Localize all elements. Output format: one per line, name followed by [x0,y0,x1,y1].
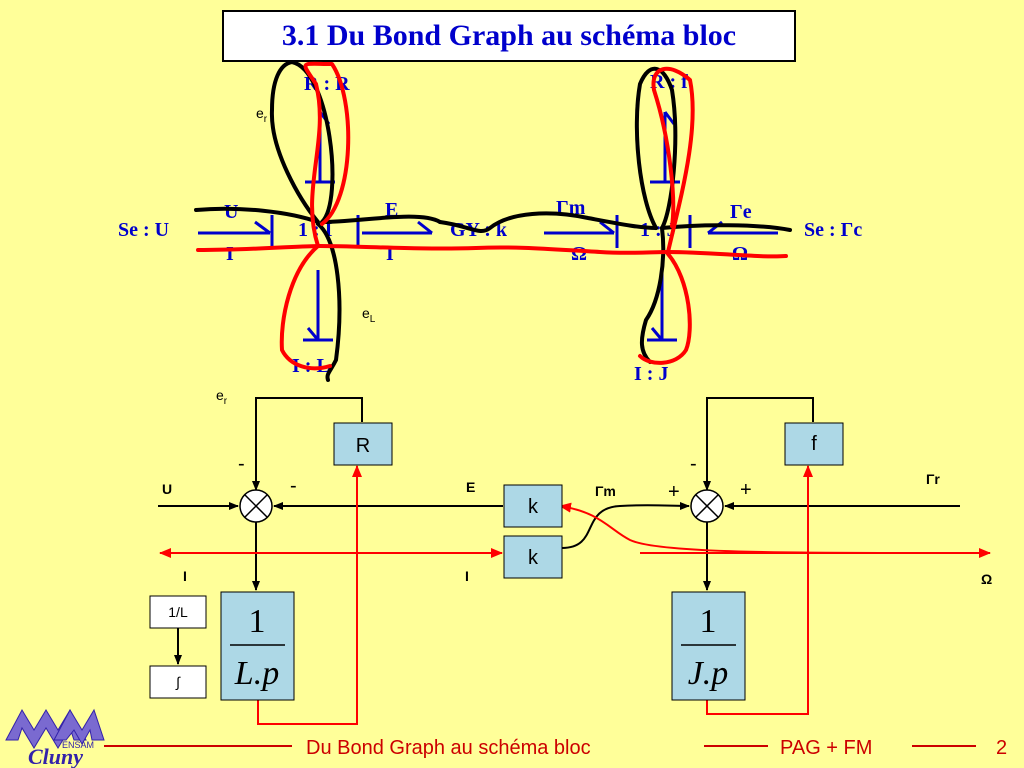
sign-sum2-right: + [740,479,752,501]
sign-sum1-top: - [238,453,245,475]
feedback-er-wire [252,397,363,491]
bond-junction1-to-l [303,270,333,342]
block-tf-l: 1 L.p [220,591,295,701]
block-k-bottom-label: k [528,547,539,569]
black-effort-right-tail [660,223,792,232]
signal-omega: Ω [981,571,992,587]
red-flow-loop-left [303,61,351,248]
annotation-er: er [256,105,268,125]
ensam-logo: ENSAM Cluny [5,708,105,768]
black-effort-mid [438,211,658,233]
block-diagram: R f k k 1/L ∫ 1 L.p 1 [149,387,992,725]
var-gamma-e: Γe [730,201,752,223]
tf-l-numerator: 1 [249,603,266,640]
block-k-top-label: k [528,496,539,518]
annotation-el: eL [362,305,376,325]
block-f-label: f [811,433,817,455]
red-flow-loop-left-down [279,244,332,371]
var-i-left: I [226,243,234,265]
feedback-f-wire [703,397,814,491]
var-u: U [224,201,238,223]
red-omega-to-k [559,502,991,555]
bond-u-to-junction1 [198,215,274,248]
red-i-feedback [257,465,362,725]
label-i-l: I : L [292,355,330,377]
sign-sum2-left: + [668,481,680,503]
tf-j-denominator: J.p [688,655,729,692]
signal-u: U [162,481,172,497]
red-flow-loop-right-down [638,252,692,365]
red-omega-feedback [706,465,813,715]
signal-i-left: I [183,568,187,584]
black-effort-loop-right [634,66,678,364]
signal-i-mid: I [465,568,469,584]
block-integral-label: ∫ [175,674,181,690]
footer-course: PAG + FM [780,737,872,759]
label-se-u: Se : U [118,219,169,241]
bond-gy-to-junction2 [544,215,619,248]
sum-junction-1 [239,489,273,523]
black-effort-loop-left [194,60,442,224]
wire-k-to-sum2 [561,501,690,549]
signal-er: er [216,387,228,407]
block-tf-j: 1 J.p [671,591,746,701]
signal-gamma-m: Γm [595,483,616,499]
var-omega-mid: Ω [571,243,587,265]
signal-e: E [466,479,475,495]
label-i-j: I : J [634,363,668,385]
black-effort-loop-left-down [316,222,342,382]
block-integral: ∫ [149,665,207,699]
red-flow-loop-right [651,66,695,254]
var-i-mid: I [386,243,394,265]
block-k-bottom: k [503,535,563,579]
bond-graph: Se : U 1 : I GY : k 1 : J Se : Γc R : R … [118,60,862,385]
logo-ensam: ENSAM [62,740,94,750]
logo-cluny: Cluny [28,744,83,768]
page-title: 3.1 Du Bond Graph au schéma bloc [222,10,796,62]
sum-junction-2 [690,489,724,523]
block-r: R [333,422,393,466]
block-f: f [784,422,844,466]
block-inv-l: 1/L [149,595,207,629]
block-inv-l-label: 1/L [168,604,188,620]
tf-l-denominator: L.p [234,655,279,692]
hand-annotations [194,60,792,382]
block-k-top: k [503,484,563,528]
red-flow-line [196,244,788,259]
footer: Du Bond Graph au schéma bloc PAG + FM 2 [104,737,1007,759]
sign-sum2-top: - [690,453,697,475]
signal-gamma-r: Γr [926,471,940,487]
block-r-label: R [356,435,370,457]
footer-title: Du Bond Graph au schéma bloc [306,737,591,759]
tf-j-numerator: 1 [700,603,717,640]
sign-sum1-right: - [290,475,297,497]
footer-page-number: 2 [996,737,1007,759]
label-se-gamma: Se : Γc [804,219,862,241]
label-junction-2: 1 : J [640,219,677,241]
